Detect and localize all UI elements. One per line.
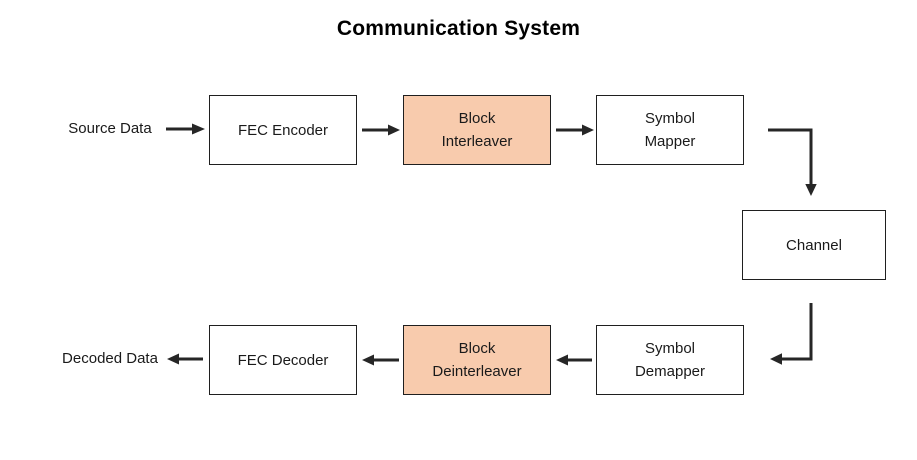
node-label-line: Channel	[786, 236, 842, 254]
arrow-elbow-line	[768, 128, 813, 184]
label-decoded-data: Decoded Data	[62, 350, 158, 367]
node-fec-decoder: FEC Decoder	[209, 325, 357, 395]
node-fec-encoder: FEC Encoder	[209, 95, 357, 165]
arrow-head-right-icon	[388, 124, 400, 136]
arrow-symbol-demapper-to-block-deinterleaver	[556, 354, 592, 366]
node-label-line: Block	[458, 340, 496, 357]
node-label-line: Symbol	[644, 340, 696, 357]
arrow-elbow-line	[782, 303, 813, 361]
node-label-line: Deinterleaver	[432, 363, 522, 380]
node-symbol-demapper: Symbol Demapper	[596, 325, 744, 395]
arrow-block-interleaver-to-symbol-mapper	[556, 124, 594, 136]
arrow-channel-to-symbol-demapper-elbow	[770, 303, 813, 365]
node-channel: Channel	[742, 210, 886, 280]
label-source-data: Source Data	[68, 120, 152, 137]
arrow-head-left-icon	[556, 354, 568, 366]
diagram-title: Communication System	[336, 17, 581, 40]
arrow-head-left-icon	[362, 354, 374, 366]
node-label-line: Symbol	[644, 110, 696, 127]
node-label-line: Interleaver	[441, 133, 513, 150]
node-label-line: FEC Decoder	[237, 351, 329, 369]
node-label-line: FEC Encoder	[237, 121, 329, 139]
node-label-line: Mapper	[644, 133, 696, 150]
node-block-interleaver: Block Interleaver	[403, 95, 551, 165]
arrow-symbol-mapper-to-channel-elbow	[768, 128, 817, 196]
arrow-head-left-icon	[770, 353, 782, 365]
node-label-line: Demapper	[634, 363, 706, 380]
node-label-line: Block	[458, 110, 496, 127]
arrow-fec-encoder-to-block-interleaver	[362, 124, 400, 136]
arrow-block-deinterleaver-to-fec-decoder	[362, 354, 399, 366]
node-symbol-mapper: Symbol Mapper	[596, 95, 744, 165]
arrow-head-right-icon	[582, 124, 594, 136]
arrow-head-down-icon	[805, 184, 817, 196]
node-block-deinterleaver: Block Deinterleaver	[403, 325, 551, 395]
arrow-head-right-icon	[192, 123, 205, 135]
